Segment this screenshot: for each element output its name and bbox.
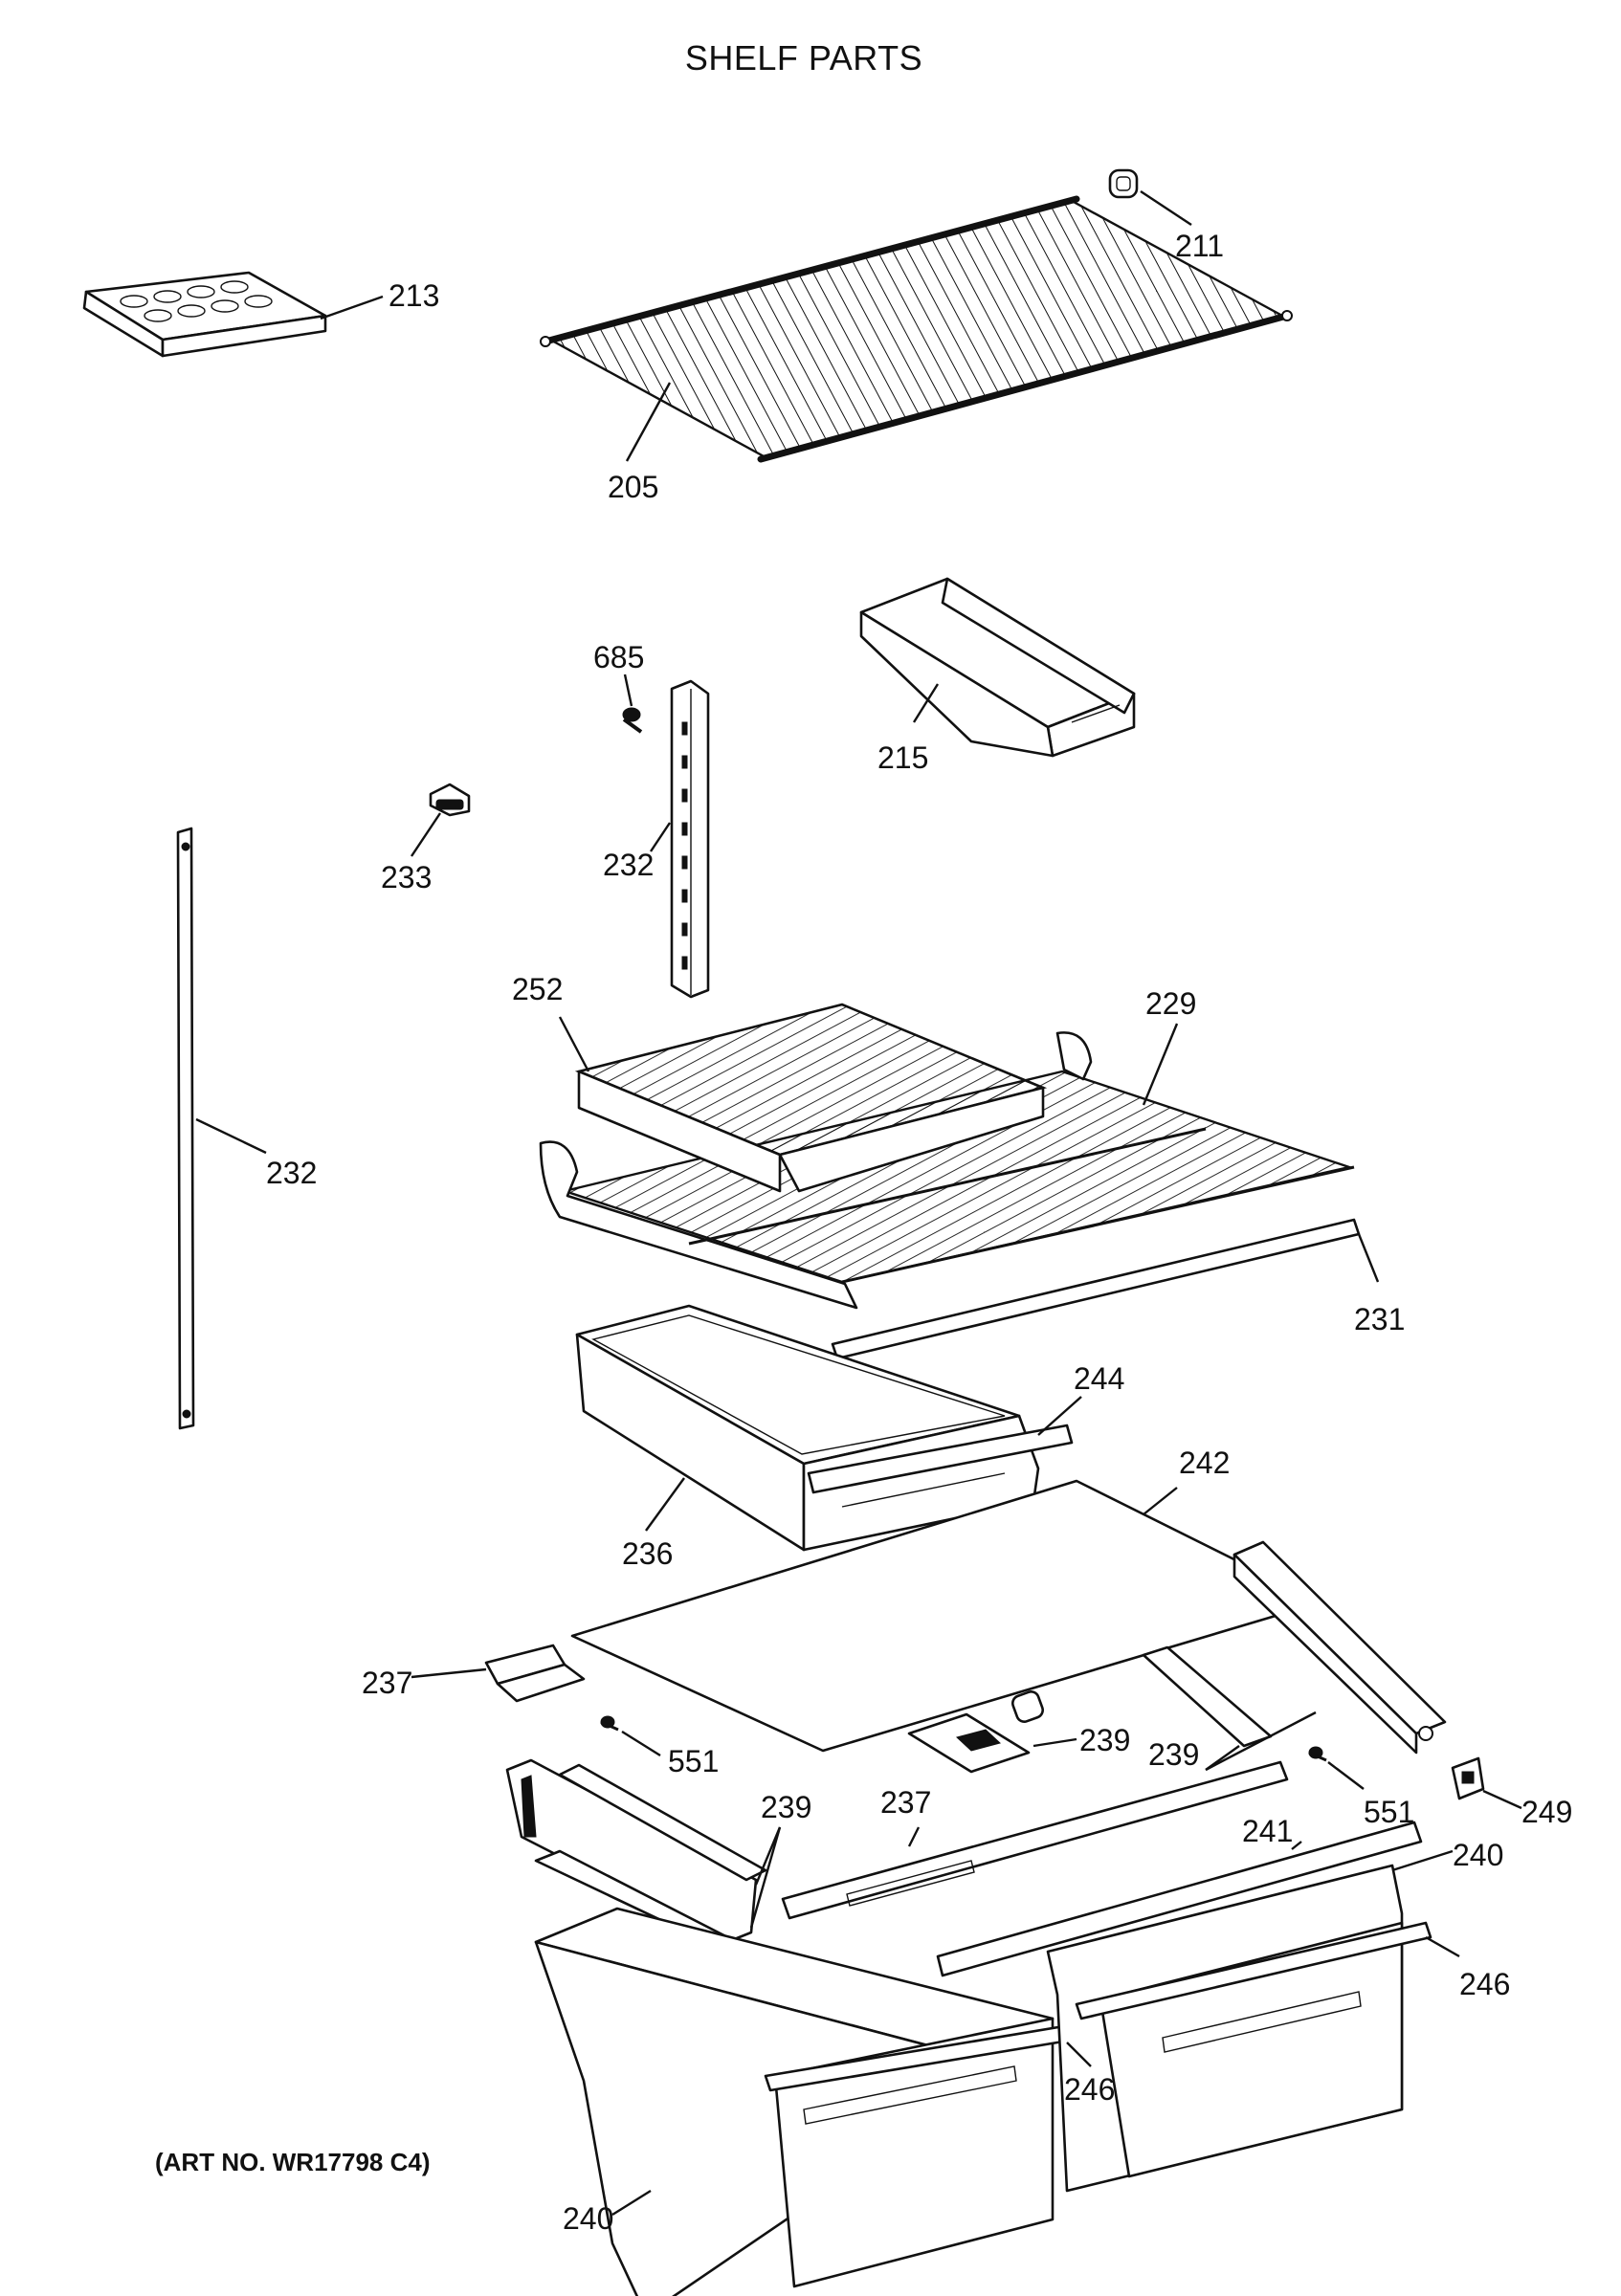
label-240-right: 240 xyxy=(1453,1838,1503,1872)
glass-shelf-part xyxy=(574,1003,1048,1193)
screw-685-part xyxy=(622,707,643,734)
art-number: (ART NO. WR17798 C4) xyxy=(155,2148,431,2176)
callout-229: 229 xyxy=(1142,986,1196,1106)
label-249: 249 xyxy=(1521,1795,1572,1829)
label-239-center: 239 xyxy=(1079,1723,1130,1757)
callout-551-left: 551 xyxy=(621,1730,719,1778)
part-249 xyxy=(1451,1756,1485,1800)
label-237-left: 237 xyxy=(362,1666,412,1700)
label-685: 685 xyxy=(593,640,644,674)
callout-239-left: 239 xyxy=(749,1790,811,1929)
callout-240-right: 240 xyxy=(1391,1838,1503,1872)
label-232-upper: 232 xyxy=(603,848,654,882)
shelf-stop-part xyxy=(1108,168,1139,199)
label-233: 233 xyxy=(381,860,432,894)
page-title: SHELF PARTS xyxy=(684,38,923,77)
bracket-237-center-part xyxy=(781,1760,1289,1920)
crisper-handle-right-part xyxy=(1075,1921,1432,2020)
label-551-left: 551 xyxy=(668,1744,719,1778)
callout-242: 242 xyxy=(1143,1446,1230,1515)
label-244: 244 xyxy=(1074,1361,1124,1396)
label-241: 241 xyxy=(1242,1814,1293,1848)
label-237-center: 237 xyxy=(880,1785,931,1820)
callout-249: 249 xyxy=(1482,1789,1572,1829)
callout-252: 252 xyxy=(512,972,590,1072)
label-242: 242 xyxy=(1179,1446,1230,1480)
callout-244: 244 xyxy=(1037,1361,1124,1436)
storage-bin-part xyxy=(859,577,1136,758)
label-211: 211 xyxy=(1175,229,1224,263)
callout-240-left: 240 xyxy=(563,2189,652,2236)
trim-241-part xyxy=(936,1821,1423,1977)
callout-239-right: 239 xyxy=(1148,1711,1317,1772)
left-bracket-assembly-part xyxy=(505,1758,767,1954)
callout-239-center: 239 xyxy=(1033,1723,1130,1757)
callout-246-left: 246 xyxy=(1064,2042,1115,2107)
crisper-drawer-left-part xyxy=(534,1907,1055,2296)
side-rail-part xyxy=(1142,1540,1447,1755)
label-239-left: 239 xyxy=(761,1790,811,1824)
callout-232-upper: 232 xyxy=(603,822,671,882)
label-239-right: 239 xyxy=(1148,1737,1199,1772)
label-246-right: 246 xyxy=(1459,1967,1510,2001)
label-236: 236 xyxy=(622,1536,673,1571)
label-213: 213 xyxy=(389,278,439,313)
callout-233: 233 xyxy=(381,812,441,894)
callout-551-right: 551 xyxy=(1327,1761,1414,1829)
label-232-left: 232 xyxy=(266,1156,317,1190)
label-551-right: 551 xyxy=(1364,1795,1414,1829)
center-slide-part xyxy=(907,1690,1044,1774)
callout-237-left: 237 xyxy=(362,1666,487,1700)
bracket-237-left-part xyxy=(484,1644,586,1703)
egg-tray-part xyxy=(82,271,327,358)
shelf-rail-left-part xyxy=(176,827,195,1430)
callout-241: 241 xyxy=(1242,1814,1302,1850)
callout-215: 215 xyxy=(877,683,940,775)
label-240-left: 240 xyxy=(563,2201,613,2236)
callout-213: 213 xyxy=(320,278,439,320)
callout-211: 211 xyxy=(1140,189,1224,263)
callout-232-left: 232 xyxy=(195,1117,317,1190)
callout-685: 685 xyxy=(593,640,644,707)
shelf-ladder-upper-part xyxy=(670,679,710,999)
callout-237-center: 237 xyxy=(880,1785,931,1847)
screw-551-left-part xyxy=(600,1715,619,1732)
label-215: 215 xyxy=(877,740,928,775)
label-231: 231 xyxy=(1354,1302,1405,1336)
label-205: 205 xyxy=(608,470,658,504)
callout-246-right: 246 xyxy=(1425,1935,1510,2001)
label-252: 252 xyxy=(512,972,563,1006)
callout-205: 205 xyxy=(608,382,672,504)
callout-231: 231 xyxy=(1354,1233,1405,1336)
label-246-left: 246 xyxy=(1064,2072,1115,2107)
label-229: 229 xyxy=(1145,986,1196,1021)
callout-236: 236 xyxy=(622,1477,685,1571)
wire-shelf-part xyxy=(540,195,1293,463)
clip-233-part xyxy=(429,783,471,817)
screw-551-right-part xyxy=(1308,1746,1327,1762)
drawer-handle-part xyxy=(807,1424,1074,1494)
